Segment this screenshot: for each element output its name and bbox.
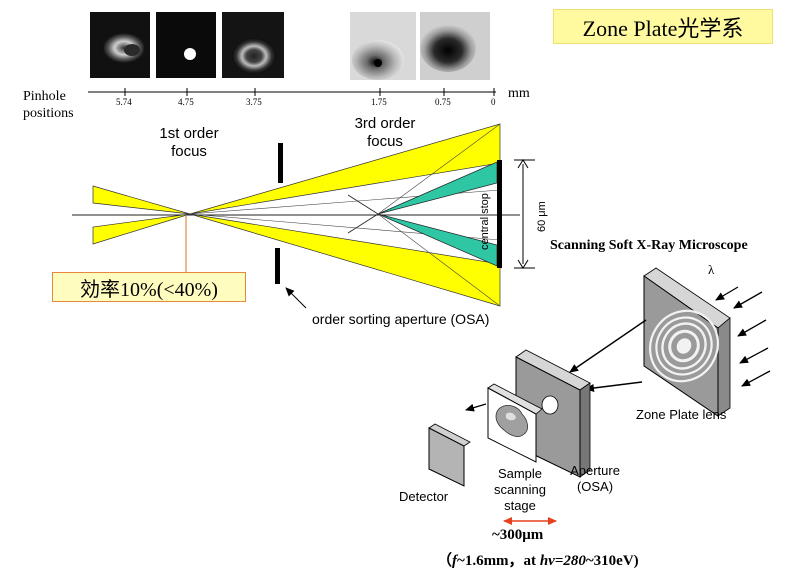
slide-title: Zone Plate光学系 [553,9,773,44]
ray [377,123,501,215]
beam-first-order-left-lower [92,213,191,245]
pinhole-image-5 [420,12,490,80]
third-order-line1: 3rd order [354,115,416,132]
zone-plate-rings [649,309,719,383]
params-280: 280 [563,553,586,569]
tick-label: 0 [491,97,496,107]
zone-plate-side [717,317,731,417]
pinhole-label-line1: Pinhole [23,89,66,104]
optics-params: （f~1.6mm，at hv=280~310eV) [437,549,639,570]
detector-label: Detector [399,489,449,504]
osa-lower [275,248,280,284]
sample-specimen [495,404,528,437]
aperture-label: Aperture (OSA) [560,463,630,495]
pinhole-image-3 [222,12,284,78]
osa-leader [285,287,307,309]
pinhole-image-4 [350,12,416,80]
aperture-label-line1: Aperture [570,463,620,478]
osa-label: order sorting aperture (OSA) [312,311,490,327]
zone-plate-lens-label: Zone Plate lens [636,407,727,422]
third-order-line2: focus [367,133,403,150]
sample-specimen-highlight [506,412,516,421]
sample-label-line3: stage [504,498,536,513]
xray-arrow [715,286,739,301]
beam-first-order-left-upper [92,185,191,215]
pinhole-images [90,12,490,80]
distance-label: ~300μm [492,527,544,543]
dimension-label: 60 μm [536,201,548,232]
params-a: ~1.6mm，at [457,553,540,569]
xray-arrow [741,370,771,387]
dimension-arrow-down [517,259,529,269]
xray-arrow [737,319,767,337]
beam-first-order-upper [189,123,501,215]
pinhole-scale [88,88,496,96]
dimension-arrow-up [517,159,529,169]
beam-to-aperture [585,381,643,392]
sample-label-line2: scanning [493,482,547,497]
pinhole-label: Pinhole positions [23,88,74,122]
ray [347,194,379,215]
scale-unit: mm [508,86,530,101]
tick-label: 1.75 [371,97,387,107]
tick-label: 0.75 [435,97,451,107]
central-stop [497,160,502,268]
aperture-label-line2: (OSA) [576,479,614,494]
params-open: （ [437,553,453,569]
tick-label: 3.75 [246,97,262,107]
microscope-title: Scanning Soft X-Ray Microscope [550,238,748,253]
params-f: f [452,553,458,569]
detector-face [428,427,465,487]
tick-label: 4.75 [178,97,194,107]
params-eq: = [554,553,564,569]
aperture-hole [541,395,559,415]
lambda-label: λ [708,262,715,277]
sample-label-line1: Sample [497,466,543,481]
microscope-schematic [428,267,771,525]
first-order-line1: 1st order [159,125,219,142]
ray [377,213,501,307]
params-hv: hv [539,553,555,569]
beam-first-order-lower [189,213,501,307]
focus-diagram [72,123,535,309]
xray-arrow [739,347,769,364]
pinhole-label-line2: positions [23,106,74,121]
beam-to-detector [465,403,487,412]
xray-arrow [733,291,763,309]
beam-to-aperture [569,319,647,373]
osa-upper [278,143,283,183]
first-order-focus-label: 1st order focus [146,125,232,161]
pinhole-image-2 [156,12,216,78]
pinhole-image-1 [90,12,150,78]
params-b: ~310eV) [585,553,639,569]
tick-label: 5.74 [116,97,132,107]
ray [347,213,379,234]
third-order-focus-label: 3rd order focus [342,115,428,151]
central-stop-label: central stop [479,193,491,250]
efficiency-callout: 効率10%(<40%) [52,272,246,302]
sample-stage-label: Sample scanning stage [480,466,560,514]
first-order-line2: focus [171,143,207,160]
